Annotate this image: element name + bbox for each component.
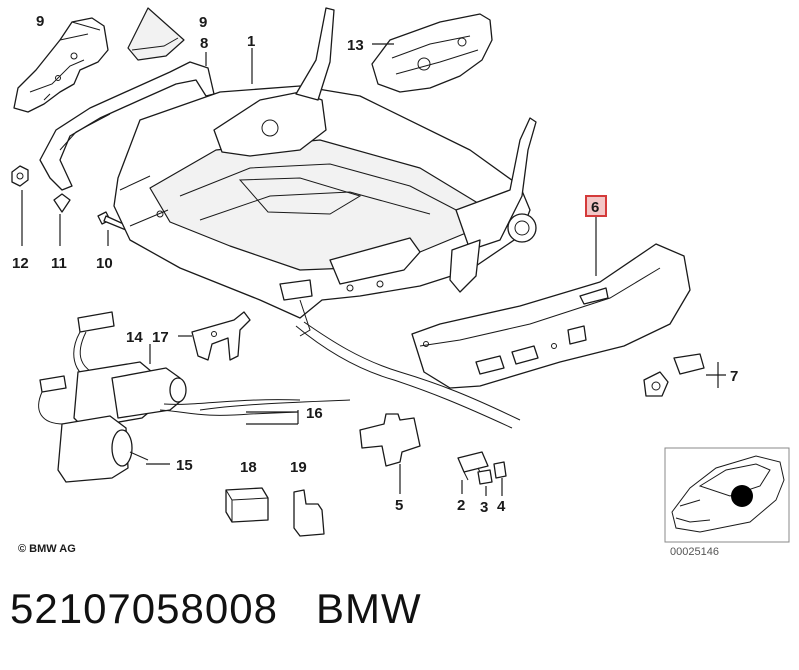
part-9-corner-cover-drawing <box>127 7 185 61</box>
location-marker <box>731 485 753 507</box>
label-part-4: 4 <box>497 498 506 515</box>
label-part-12: 12 <box>12 255 29 272</box>
label-part-19: 19 <box>290 459 307 476</box>
part-number-text: 52107058008 <box>10 585 278 632</box>
label-part-1: 1 <box>247 33 255 50</box>
part-labels: 9 9 8 1 13 6 12 11 10 14 17 7 16 15 18 1… <box>12 13 738 516</box>
label-part-2: 2 <box>457 497 465 514</box>
label-part-14: 14 <box>126 329 143 346</box>
part-16-cables-drawing <box>199 321 521 429</box>
part-6-highlight-box <box>585 195 607 217</box>
label-part-9-left: 9 <box>36 13 44 30</box>
part-19-clip-drawing <box>293 489 325 537</box>
label-part-9-right: 9 <box>199 14 207 31</box>
label-part-7: 7 <box>730 368 738 385</box>
part-11-clip-drawing <box>53 193 71 213</box>
footer-caption: 52107058008 BMW <box>10 585 422 633</box>
label-part-5: 5 <box>395 497 403 514</box>
label-part-17: 17 <box>152 329 169 346</box>
part-12-nut-drawing <box>11 165 29 187</box>
part-13-gearbox-drawing <box>371 13 493 93</box>
part-17-bracket-drawing <box>191 311 251 361</box>
part-4-cap-drawing <box>493 461 507 479</box>
label-part-3: 3 <box>480 499 488 516</box>
label-part-13: 13 <box>347 37 364 54</box>
part-18-block-drawing <box>225 487 269 523</box>
label-part-16: 16 <box>306 405 323 422</box>
label-part-11: 11 <box>51 255 67 272</box>
part-8-trim-strip-drawing <box>39 61 215 191</box>
label-part-15: 15 <box>176 457 193 474</box>
part-9-trim-cover-drawing <box>13 17 109 113</box>
brand-text: BMW <box>315 585 422 632</box>
part-14-motor-assembly-drawing <box>38 311 301 429</box>
label-part-8: 8 <box>200 35 208 52</box>
part-5-plate-drawing <box>359 413 421 467</box>
label-part-10: 10 <box>96 255 113 272</box>
label-part-18: 18 <box>240 459 257 476</box>
part-3-cap-drawing <box>477 469 493 485</box>
label-part-6: 6 <box>591 199 599 216</box>
inset-code-text: 00025146 <box>670 546 719 558</box>
part-6-side-panel-drawing <box>411 243 691 389</box>
car-location-inset: 00025146 <box>664 447 790 558</box>
leader-lines <box>21 43 726 496</box>
hinge-left-drawing <box>213 7 335 157</box>
part-15-motor-drawing <box>57 415 149 483</box>
copyright-text: © BMW AG <box>18 543 76 555</box>
part-7-switch-drawing <box>643 353 705 397</box>
hinge-right-drawing <box>449 117 537 293</box>
